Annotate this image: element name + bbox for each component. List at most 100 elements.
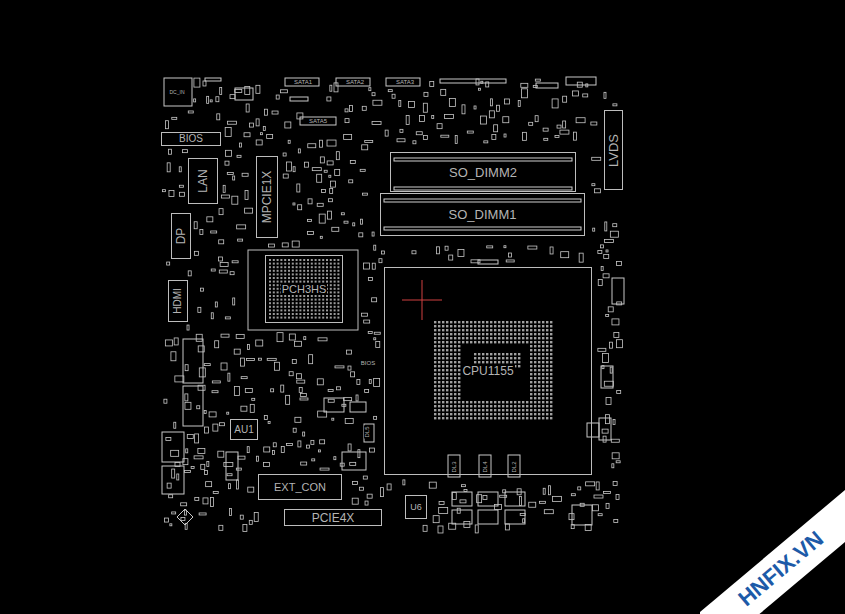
bga-ball bbox=[277, 291, 279, 293]
bga-ball bbox=[299, 266, 301, 268]
socket-pad bbox=[442, 385, 444, 387]
socket-pad bbox=[478, 413, 480, 415]
smd-pad bbox=[263, 127, 265, 131]
socket-pad bbox=[538, 417, 540, 419]
bga-ball bbox=[307, 277, 309, 279]
socket-pad bbox=[446, 413, 448, 415]
smd-pad bbox=[308, 199, 312, 204]
socket-pad bbox=[526, 417, 528, 419]
bga-ball bbox=[334, 302, 336, 304]
socket-pad bbox=[482, 333, 484, 335]
socket-pad bbox=[490, 409, 492, 411]
socket-pad bbox=[486, 405, 488, 407]
smd-pad bbox=[212, 381, 220, 383]
socket-pad bbox=[498, 325, 500, 327]
socket-pad bbox=[510, 353, 512, 355]
bga-ball bbox=[273, 284, 275, 286]
smd-pad bbox=[171, 352, 176, 361]
socket-pad bbox=[518, 325, 520, 327]
socket-pad bbox=[490, 405, 492, 407]
smd-pad bbox=[592, 184, 595, 186]
smd-pad bbox=[300, 394, 306, 397]
socket-pad bbox=[442, 333, 444, 335]
socket-pad bbox=[478, 321, 480, 323]
socket-pad bbox=[450, 341, 452, 343]
bga-ball bbox=[277, 270, 279, 272]
smd-pad bbox=[277, 333, 283, 342]
bga-ball bbox=[299, 270, 301, 272]
socket-pad bbox=[518, 329, 520, 331]
socket-pad bbox=[546, 349, 548, 351]
socket-pad bbox=[490, 329, 492, 331]
smd-pad bbox=[591, 122, 597, 125]
bga-ball bbox=[307, 259, 309, 261]
socket-pad bbox=[490, 353, 492, 355]
socket-pad bbox=[530, 329, 532, 331]
bga-ball bbox=[284, 295, 286, 297]
socket-pad bbox=[450, 325, 452, 327]
socket-pad bbox=[466, 337, 468, 339]
socket-pad bbox=[442, 345, 444, 347]
socket-pad bbox=[538, 333, 540, 335]
bga-ball bbox=[273, 259, 275, 261]
smd-pad bbox=[298, 149, 300, 153]
socket-pad bbox=[450, 329, 452, 331]
bga-ball bbox=[280, 295, 282, 297]
socket-pad bbox=[514, 413, 516, 415]
socket-pad bbox=[546, 413, 548, 415]
socket-pad bbox=[438, 413, 440, 415]
bga-ball bbox=[322, 313, 324, 315]
smd-pad bbox=[349, 105, 352, 111]
socket-pad bbox=[542, 393, 544, 395]
socket-pad bbox=[458, 329, 460, 331]
smd-pad bbox=[280, 90, 287, 93]
socket-pad bbox=[478, 405, 480, 407]
socket-pad bbox=[510, 333, 512, 335]
smd-pad bbox=[215, 302, 217, 307]
socket-pad bbox=[454, 357, 456, 359]
smd-pad bbox=[399, 101, 401, 107]
slot-line bbox=[394, 158, 572, 161]
smd-pad bbox=[593, 228, 595, 231]
socket-pad bbox=[434, 405, 436, 407]
socket-pad bbox=[438, 349, 440, 351]
socket-pad bbox=[542, 381, 544, 383]
silk-label: DL5 bbox=[364, 425, 370, 438]
socket-pad bbox=[546, 381, 548, 383]
bga-ball bbox=[292, 309, 294, 311]
smd-pad bbox=[211, 497, 214, 506]
smd-pad bbox=[367, 494, 372, 498]
bga-ball bbox=[303, 277, 305, 279]
socket-pad bbox=[530, 405, 532, 407]
smd-pad bbox=[606, 315, 609, 317]
smd-pad bbox=[613, 482, 617, 486]
component-box: MPCIE1X bbox=[256, 156, 278, 238]
smd-pad bbox=[603, 492, 610, 494]
socket-pad bbox=[446, 349, 448, 351]
socket-pad bbox=[458, 337, 460, 339]
smd-pad bbox=[211, 231, 217, 233]
socket-pad bbox=[498, 361, 500, 363]
bga-ball bbox=[288, 295, 290, 297]
bga-ball bbox=[296, 273, 298, 275]
smd-pad bbox=[504, 246, 506, 248]
bga-ball bbox=[326, 263, 328, 265]
socket-pad bbox=[502, 413, 504, 415]
bga-ball bbox=[273, 270, 275, 272]
smd-pad bbox=[553, 496, 562, 501]
silk-label: DL3 bbox=[451, 460, 457, 473]
socket-pad bbox=[546, 389, 548, 391]
socket-pad bbox=[550, 357, 552, 359]
bga-ball bbox=[334, 259, 336, 261]
smd-pad bbox=[613, 419, 615, 424]
bga-ball bbox=[284, 302, 286, 304]
socket-pad bbox=[446, 389, 448, 391]
bga-ball bbox=[288, 317, 290, 319]
bga-ball bbox=[315, 273, 317, 275]
smd-pad bbox=[179, 192, 184, 196]
socket-pad bbox=[438, 405, 440, 407]
smd-pad bbox=[174, 338, 178, 345]
socket-pad bbox=[550, 417, 552, 419]
bga-ball bbox=[315, 281, 317, 283]
smd-pad bbox=[335, 169, 340, 175]
